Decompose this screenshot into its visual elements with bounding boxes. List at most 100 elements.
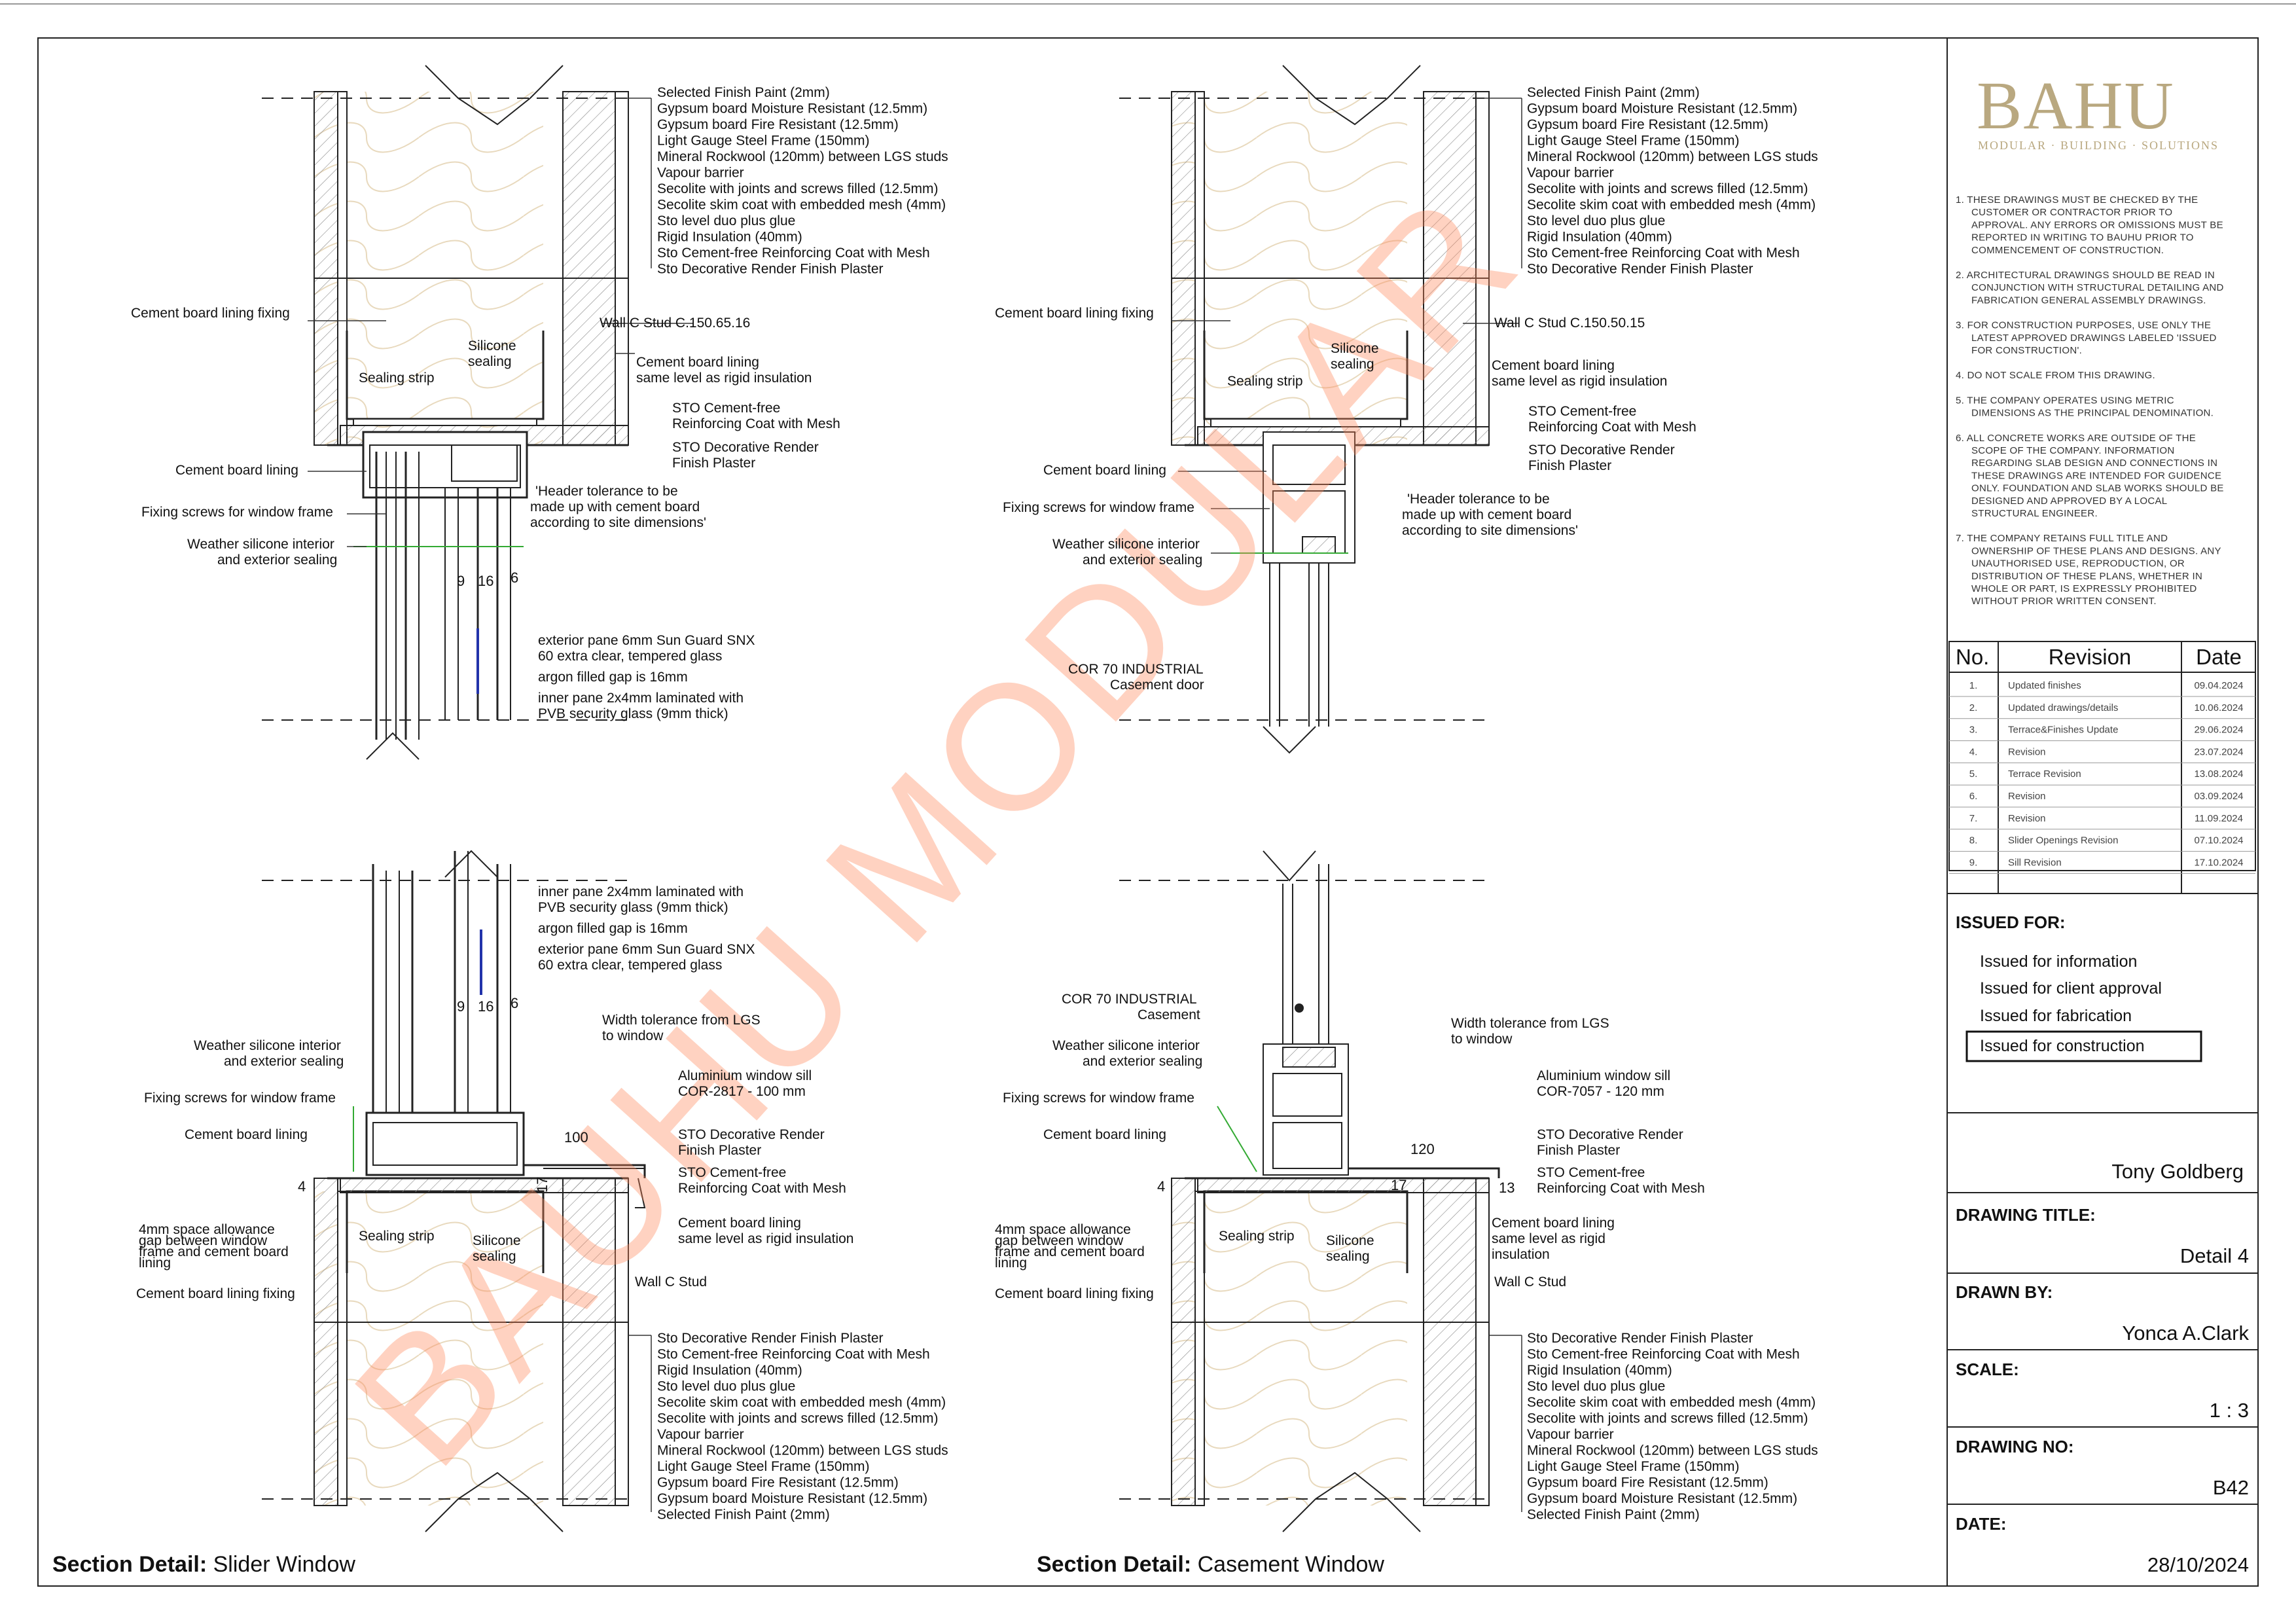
labels-bottom-casement: COR 70 INDUSTRIAL Casement Width toleran… (995, 992, 1705, 1301)
wall-layer-text: Secolite skim coat with embedded mesh (4… (657, 1395, 946, 1410)
dim-17: 17 (534, 1177, 550, 1193)
wall-layer-text: Sto level duo plus glue (1527, 213, 1665, 228)
general-note-line: 2. ARCHITECTURAL DRAWINGS SHOULD BE READ… (1956, 270, 2215, 281)
label-fixing-screws: Fixing screws for window frame (1003, 1091, 1194, 1106)
general-note-line: FOR CONSTRUCTION'. (1971, 345, 2082, 356)
wall-layer-text: Gypsum board Moisture Resistant (12.5mm) (657, 101, 927, 117)
wall-layer-text: Sto Decorative Render Finish Plaster (657, 1331, 884, 1346)
issued-option-information: Issued for information (1980, 952, 2137, 971)
label-gap-2: gap between window (139, 1233, 268, 1248)
label-header-tolerance-1: 'Header tolerance to be (535, 484, 678, 499)
label-sto-render-1: STO Decorative Render (672, 440, 819, 455)
label-cement-same-level-3: insulation (1492, 1247, 1550, 1262)
rev-header-date: Date (2196, 645, 2242, 669)
label-inner-pane-2: PVB security glass (9mm thick) (538, 706, 728, 721)
label-sealing: sealing (473, 1249, 516, 1264)
drawn-by-label: DRAWN BY: (1956, 1282, 2053, 1302)
label-weather-silicone-1: Weather silicone interior (194, 1038, 341, 1053)
general-note-line: UNAUTHORISED USE, REPRODUCTION, OR (1971, 558, 2185, 569)
label-fixing-screws: Fixing screws for window frame (144, 1091, 336, 1106)
revision-date: 11.09.2024 (2195, 813, 2243, 824)
wall-layer-text: Sto level duo plus glue (1527, 1379, 1665, 1394)
revision-date: 09.04.2024 (2194, 680, 2243, 691)
label-cement-board-lining-fixing: Cement board lining fixing (131, 306, 290, 321)
general-note-line: APPROVAL. ANY ERRORS OR OMISSIONS MUST B… (1971, 219, 2223, 230)
general-note-line: STRUCTURAL ENGINEER. (1971, 508, 2098, 519)
label-header-tolerance-2: made up with cement board (1402, 507, 1571, 522)
label-inner-pane-2: PVB security glass (9mm thick) (538, 900, 728, 915)
dim-9: 9 (457, 998, 465, 1015)
revision-no: 3. (1969, 725, 1978, 736)
wall-layer-text: Selected Finish Paint (2mm) (657, 85, 830, 100)
issued-for-title: ISSUED FOR: (1956, 912, 2066, 932)
label-exterior-pane-1: exterior pane 6mm Sun Guard SNX (538, 633, 755, 648)
label-weather-silicone-2: and exterior sealing (1083, 552, 1202, 568)
label-sto-coat-2: Reinforcing Coat with Mesh (1528, 420, 1696, 435)
section-slider-sill (262, 850, 646, 1532)
label-sto-coat-1: STO Cement-free (672, 401, 780, 416)
label-sto-render-1: STO Decorative Render (678, 1127, 825, 1142)
label-sealing-strip: Sealing strip (359, 1229, 435, 1244)
dim-13: 13 (1499, 1180, 1515, 1196)
label-cor70-2: Casement door (1110, 677, 1204, 693)
revision-no: 1. (1969, 680, 1978, 691)
general-note-line: 4. DO NOT SCALE FROM THIS DRAWING. (1956, 370, 2155, 381)
label-header-tolerance-2: made up with cement board (530, 499, 700, 514)
label-sealing-strip: Sealing strip (359, 370, 435, 386)
wall-layer-text: Sto Cement-free Reinforcing Coat with Me… (657, 1347, 930, 1362)
revision-desc: Terrace Revision (2008, 768, 2081, 780)
drawing-no-label: DRAWING NO: (1956, 1437, 2074, 1456)
wall-layer-text: Gypsum board Fire Resistant (12.5mm) (657, 1475, 899, 1490)
label-silicone: Silicone (468, 338, 516, 353)
wall-layer-text: Gypsum board Fire Resistant (12.5mm) (1527, 117, 1768, 132)
revision-desc: Slider Openings Revision (2008, 835, 2118, 846)
revision-no: 9. (1969, 857, 1978, 868)
label-gap-3: frame and cement board (995, 1244, 1145, 1259)
wall-layer-text: Secolite with joints and screws filled (… (1527, 181, 1808, 196)
wall-layer-text: Rigid Insulation (40mm) (1527, 230, 1672, 245)
wall-layer-text: Mineral Rockwool (120mm) between LGS stu… (1527, 149, 1818, 164)
general-note-line: CUSTOMER OR CONTRACTOR PRIOR TO (1971, 207, 2172, 218)
wall-layer-text: Secolite with joints and screws filled (… (657, 181, 939, 196)
label-weather-silicone-1: Weather silicone interior (187, 537, 334, 552)
label-sealing: sealing (1326, 1249, 1370, 1264)
dim-6: 6 (511, 995, 518, 1011)
date-label: DATE: (1956, 1514, 2007, 1534)
general-note-line: 3. FOR CONSTRUCTION PURPOSES, USE ONLY T… (1956, 320, 2211, 331)
wall-layer-text: Vapour barrier (657, 166, 744, 181)
label-weather-silicone-2: and exterior sealing (1083, 1054, 1202, 1069)
label-sto-coat-1: STO Cement-free (678, 1165, 786, 1180)
revision-desc: Updated finishes (2008, 680, 2081, 691)
wall-layer-text: Gypsum board Moisture Resistant (12.5mm) (657, 1491, 927, 1506)
general-note-line: COMMENCEMENT OF CONSTRUCTION. (1971, 245, 2164, 256)
label-header-tolerance-3: according to site dimensions' (530, 515, 706, 530)
revision-no: 5. (1969, 768, 1978, 780)
revision-no: 8. (1969, 835, 1978, 846)
wall-layer-text: Sto level duo plus glue (657, 213, 795, 228)
wall-layer-text: Gypsum board Moisture Resistant (12.5mm) (1527, 1491, 1797, 1506)
general-note-line: OWNERSHIP OF THESE PLANS AND DESIGNS. AN… (1971, 545, 2221, 556)
rev-header-revision: Revision (2049, 645, 2132, 669)
scale-label: SCALE: (1956, 1360, 2019, 1379)
general-note-line: 1. THESE DRAWINGS MUST BE CHECKED BY THE (1956, 194, 2198, 206)
label-header-tolerance-3: according to site dimensions' (1402, 523, 1578, 538)
label-wall-c-stud: Wall C Stud (635, 1274, 707, 1290)
label-sill-2: COR-2817 - 100 mm (678, 1084, 806, 1099)
label-width-tolerance-1: Width tolerance from LGS (1451, 1016, 1609, 1031)
company-tagline: MODULAR · BUILDING · SOLUTIONS (1978, 139, 2219, 152)
dim-100: 100 (564, 1129, 588, 1146)
label-sto-render-1: STO Decorative Render (1528, 442, 1675, 458)
label-inner-pane-1: inner pane 2x4mm laminated with (538, 691, 744, 706)
label-exterior-pane-1: exterior pane 6mm Sun Guard SNX (538, 942, 755, 957)
label-silicone: Silicone (1326, 1233, 1374, 1248)
issued-option-client-approval: Issued for client approval (1980, 979, 2162, 998)
label-sto-coat-2: Reinforcing Coat with Mesh (678, 1181, 846, 1196)
label-gap-4: lining (995, 1255, 1027, 1271)
revision-date: 23.07.2024 (2194, 746, 2243, 757)
label-cor70-1: COR 70 INDUSTRIAL (1062, 992, 1197, 1007)
wall-layer-text: Sto Decorative Render Finish Plaster (1527, 1331, 1753, 1346)
general-note-line: CONJUNCTION WITH STRUCTURAL DETAILING AN… (1971, 282, 2224, 293)
general-note-line: WHOLE OR PART, IS EXPRESSLY PROHIBITED (1971, 583, 2197, 594)
